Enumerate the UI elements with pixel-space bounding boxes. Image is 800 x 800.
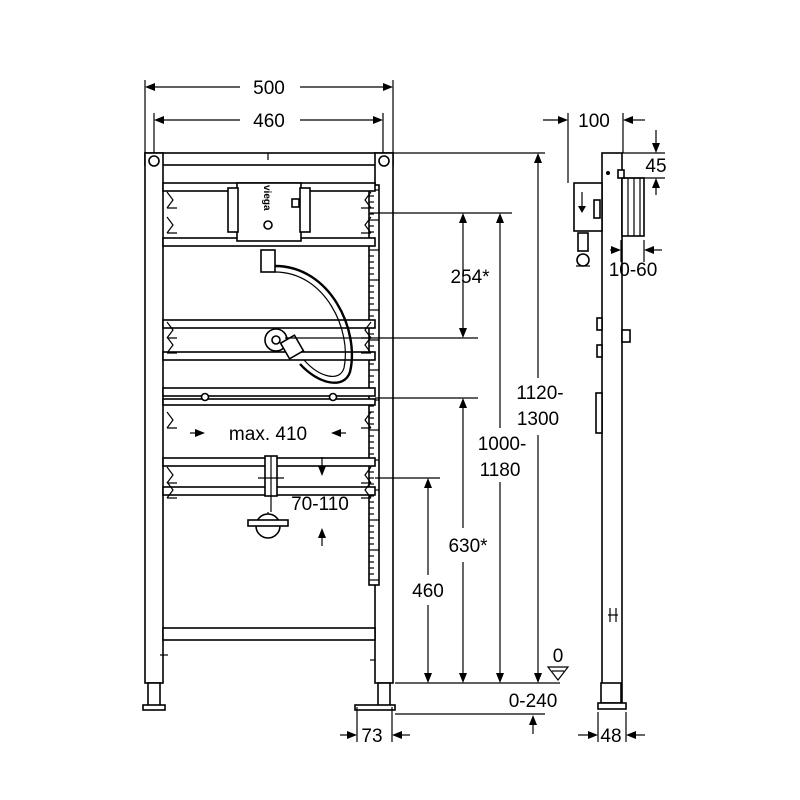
rail-clip xyxy=(166,321,177,339)
bracket-rail-bottom xyxy=(162,398,376,406)
bottom-crossbar xyxy=(162,627,376,641)
top-crossbar xyxy=(144,152,394,166)
rail-clip xyxy=(166,191,177,209)
valve-side-left xyxy=(227,187,239,233)
label-floor-level: 0 xyxy=(553,646,564,667)
rail-clip xyxy=(166,216,177,234)
rail-clip xyxy=(166,336,177,354)
label-profile-depth: 48 xyxy=(600,726,621,747)
side-valve-stem xyxy=(577,232,589,252)
valve-indicator xyxy=(263,220,273,230)
label-drain-range: 70-110 xyxy=(291,494,349,515)
brand-logo: viega xyxy=(261,185,272,211)
valve-square xyxy=(291,198,300,208)
rail-clip xyxy=(361,466,372,484)
bracket-rail-top xyxy=(162,387,376,397)
dimension-labels: 500 460 100 45 10-60 254* max. 410 70-11… xyxy=(229,78,667,747)
label-height-max-bottom: 1300 xyxy=(517,409,559,430)
label-inner-width: 460 xyxy=(253,111,285,132)
left-upright xyxy=(144,152,164,684)
floor-level-marker xyxy=(546,666,570,681)
rail-clip xyxy=(361,481,372,499)
label-drain-height: 630* xyxy=(448,536,488,557)
rail-clip xyxy=(361,336,372,354)
label-height-min-bottom: 1180 xyxy=(480,460,521,481)
rail-clip xyxy=(361,216,372,234)
middle-rail-top xyxy=(162,319,376,329)
dimension-lines xyxy=(144,80,665,742)
rail-clip xyxy=(166,481,177,499)
mounting-hole-right xyxy=(378,155,390,167)
front-view: viega xyxy=(142,152,396,711)
side-foot xyxy=(600,682,622,704)
middle-rail-bottom xyxy=(162,351,376,361)
label-lower-height: 460 xyxy=(412,581,444,602)
valve-side-right xyxy=(299,187,311,233)
label-depth: 100 xyxy=(578,111,610,132)
side-profile xyxy=(601,152,623,707)
label-connection-range: 10-60 xyxy=(609,260,658,281)
label-height-min-top: 1000- xyxy=(478,434,527,455)
height-scale-ticks xyxy=(369,189,379,581)
bracket-hole-right xyxy=(328,392,338,402)
label-overall-width: 500 xyxy=(253,78,285,99)
side-coupling xyxy=(621,177,645,237)
side-view xyxy=(573,152,645,710)
rail-clips xyxy=(166,191,372,499)
rail-clip xyxy=(361,411,372,429)
rail-clip xyxy=(166,466,177,484)
rail-clip xyxy=(361,191,372,209)
label-foot-width: 73 xyxy=(361,726,382,747)
rail-clip xyxy=(166,411,177,429)
bracket-hole-left xyxy=(200,392,210,402)
label-top-offset: 45 xyxy=(645,156,666,177)
hose-fitting xyxy=(260,249,276,273)
mounting-hole-left xyxy=(148,155,160,167)
label-bracket-spacing: max. 410 xyxy=(229,424,307,445)
label-outlet-height: 254* xyxy=(450,267,490,288)
label-foot-adjust: 0-240 xyxy=(509,691,558,712)
label-height-max-top: 1120- xyxy=(516,383,563,404)
flex-hose xyxy=(274,264,354,384)
